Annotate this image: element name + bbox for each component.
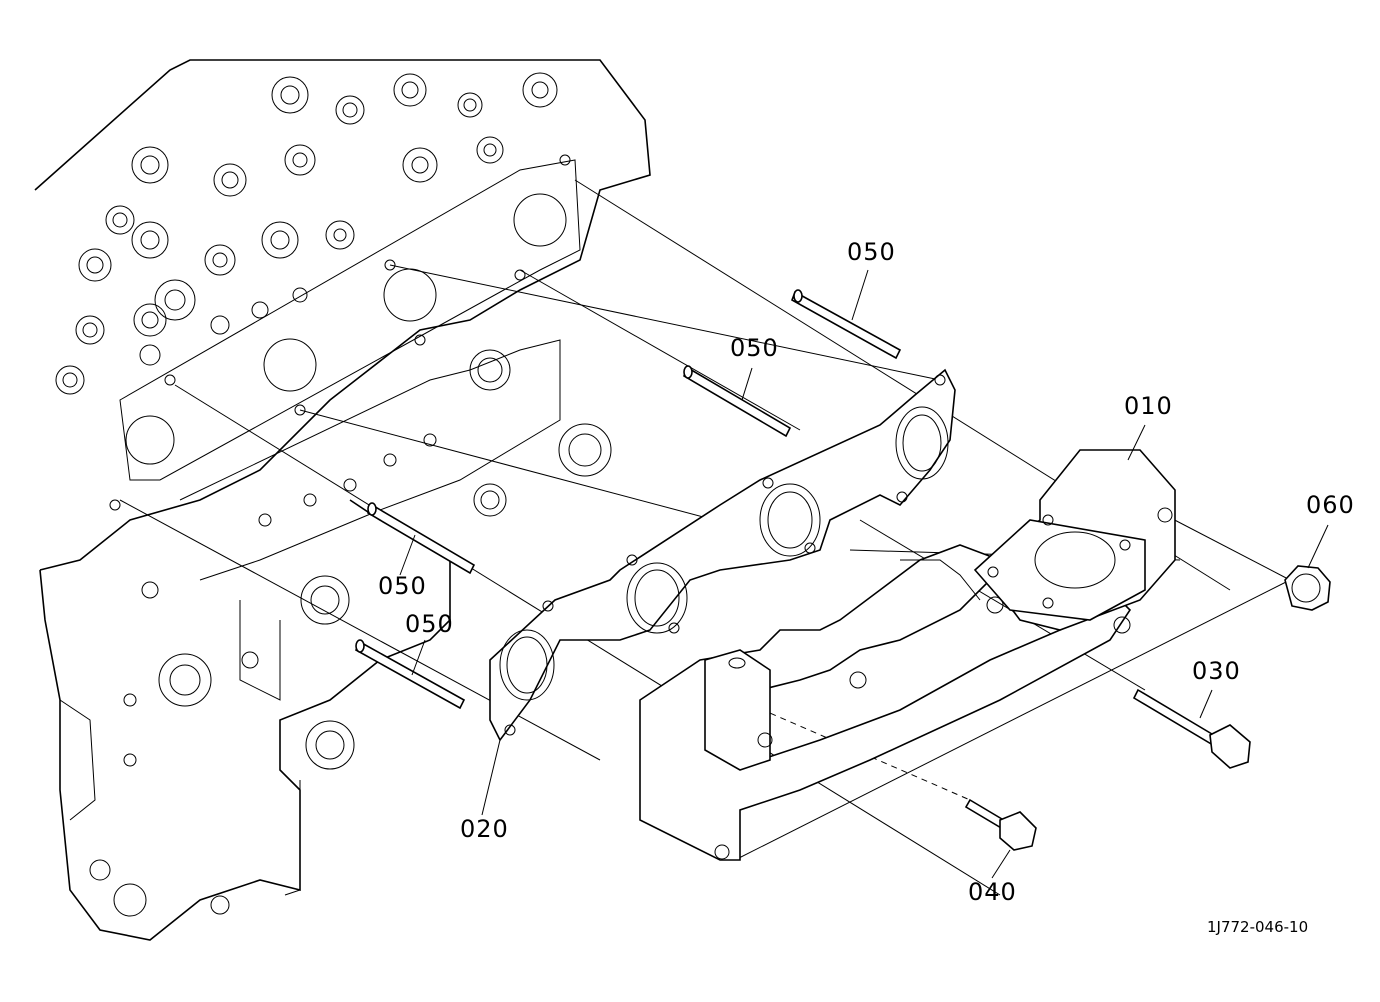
flange-nut-060 — [1284, 565, 1331, 611]
part-label-050-lower-a: 050 — [378, 572, 427, 600]
exhaust-manifold-010 — [639, 449, 1176, 861]
part-label-030: 030 — [1192, 657, 1241, 685]
cylinder-head-block — [34, 59, 651, 941]
part-label-040: 040 — [968, 878, 1017, 906]
part-label-010: 010 — [1124, 392, 1173, 420]
callout-pointers — [399, 269, 1329, 879]
part-label-050-upper: 050 — [847, 238, 896, 266]
part-label-020: 020 — [460, 815, 509, 843]
stud-bolt-050-lower-b — [354, 639, 466, 710]
stud-bolt-050-mid — [682, 365, 792, 438]
stud-bolt-050-lower-a — [366, 502, 476, 575]
part-label-050-mid: 050 — [730, 334, 779, 362]
part-label-050-lower-b: 050 — [405, 610, 454, 638]
flange-bolt-030 — [1132, 688, 1251, 769]
part-label-060: 060 — [1306, 491, 1355, 519]
drawing-code: 1J772-046-10 — [1207, 918, 1309, 936]
flange-bolt-040 — [964, 798, 1037, 851]
manifold-gasket-020 — [489, 368, 956, 742]
stud-bolt-050-upper — [791, 289, 902, 360]
